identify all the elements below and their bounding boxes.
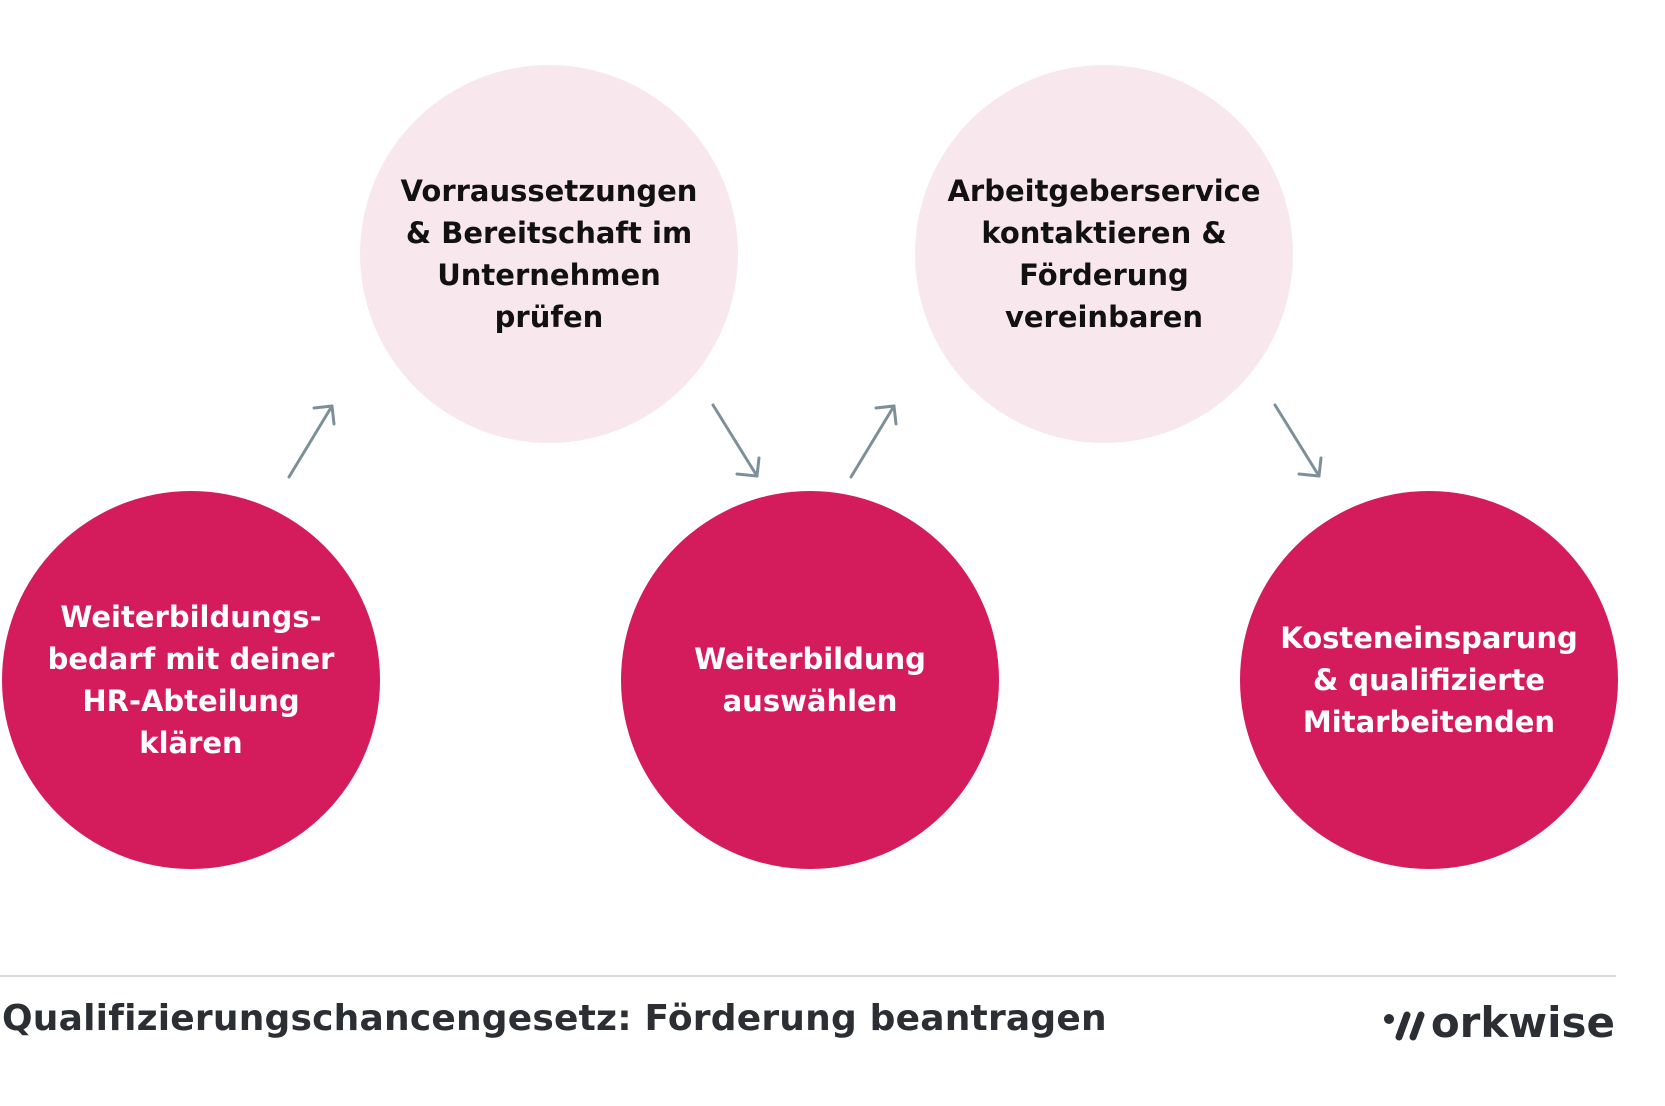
arrow-step1-to-step2: [287, 404, 336, 479]
step-3-circle: Weiterbildung auswählen: [621, 491, 999, 869]
step-2-label: Vorraussetzungen & Bereitschaft im Unter…: [400, 174, 698, 334]
logo-w-mark-icon: [1383, 1011, 1425, 1040]
footer-title: Qualifizierungschancengesetz: Förderung …: [2, 998, 1107, 1039]
arrow-step3-to-step4: [849, 404, 898, 479]
workwise-logo: orkwise: [1383, 998, 1615, 1047]
footer-divider: [0, 975, 1616, 977]
arrow-step2-to-step3: [711, 403, 761, 478]
step-1-circle: Weiterbildungs- bedarf mit deiner HR-Abt…: [2, 491, 380, 869]
step-3-label: Weiterbildung auswählen: [694, 642, 926, 718]
step-5-label: Kosteneinsparung & qualifizierte Mitarbe…: [1280, 621, 1578, 739]
step-4-circle: Arbeitgeberservice kontaktieren & Förder…: [915, 65, 1293, 443]
step-2-circle: Vorraussetzungen & Bereitschaft im Unter…: [360, 65, 738, 443]
step-5-circle: Kosteneinsparung & qualifizierte Mitarbe…: [1240, 491, 1618, 869]
arrow-step4-to-step5: [1273, 403, 1323, 478]
step-4-label: Arbeitgeberservice kontaktieren & Förder…: [947, 174, 1261, 334]
logo-text: orkwise: [1430, 998, 1615, 1047]
step-1-label: Weiterbildungs- bedarf mit deiner HR-Abt…: [47, 600, 335, 760]
